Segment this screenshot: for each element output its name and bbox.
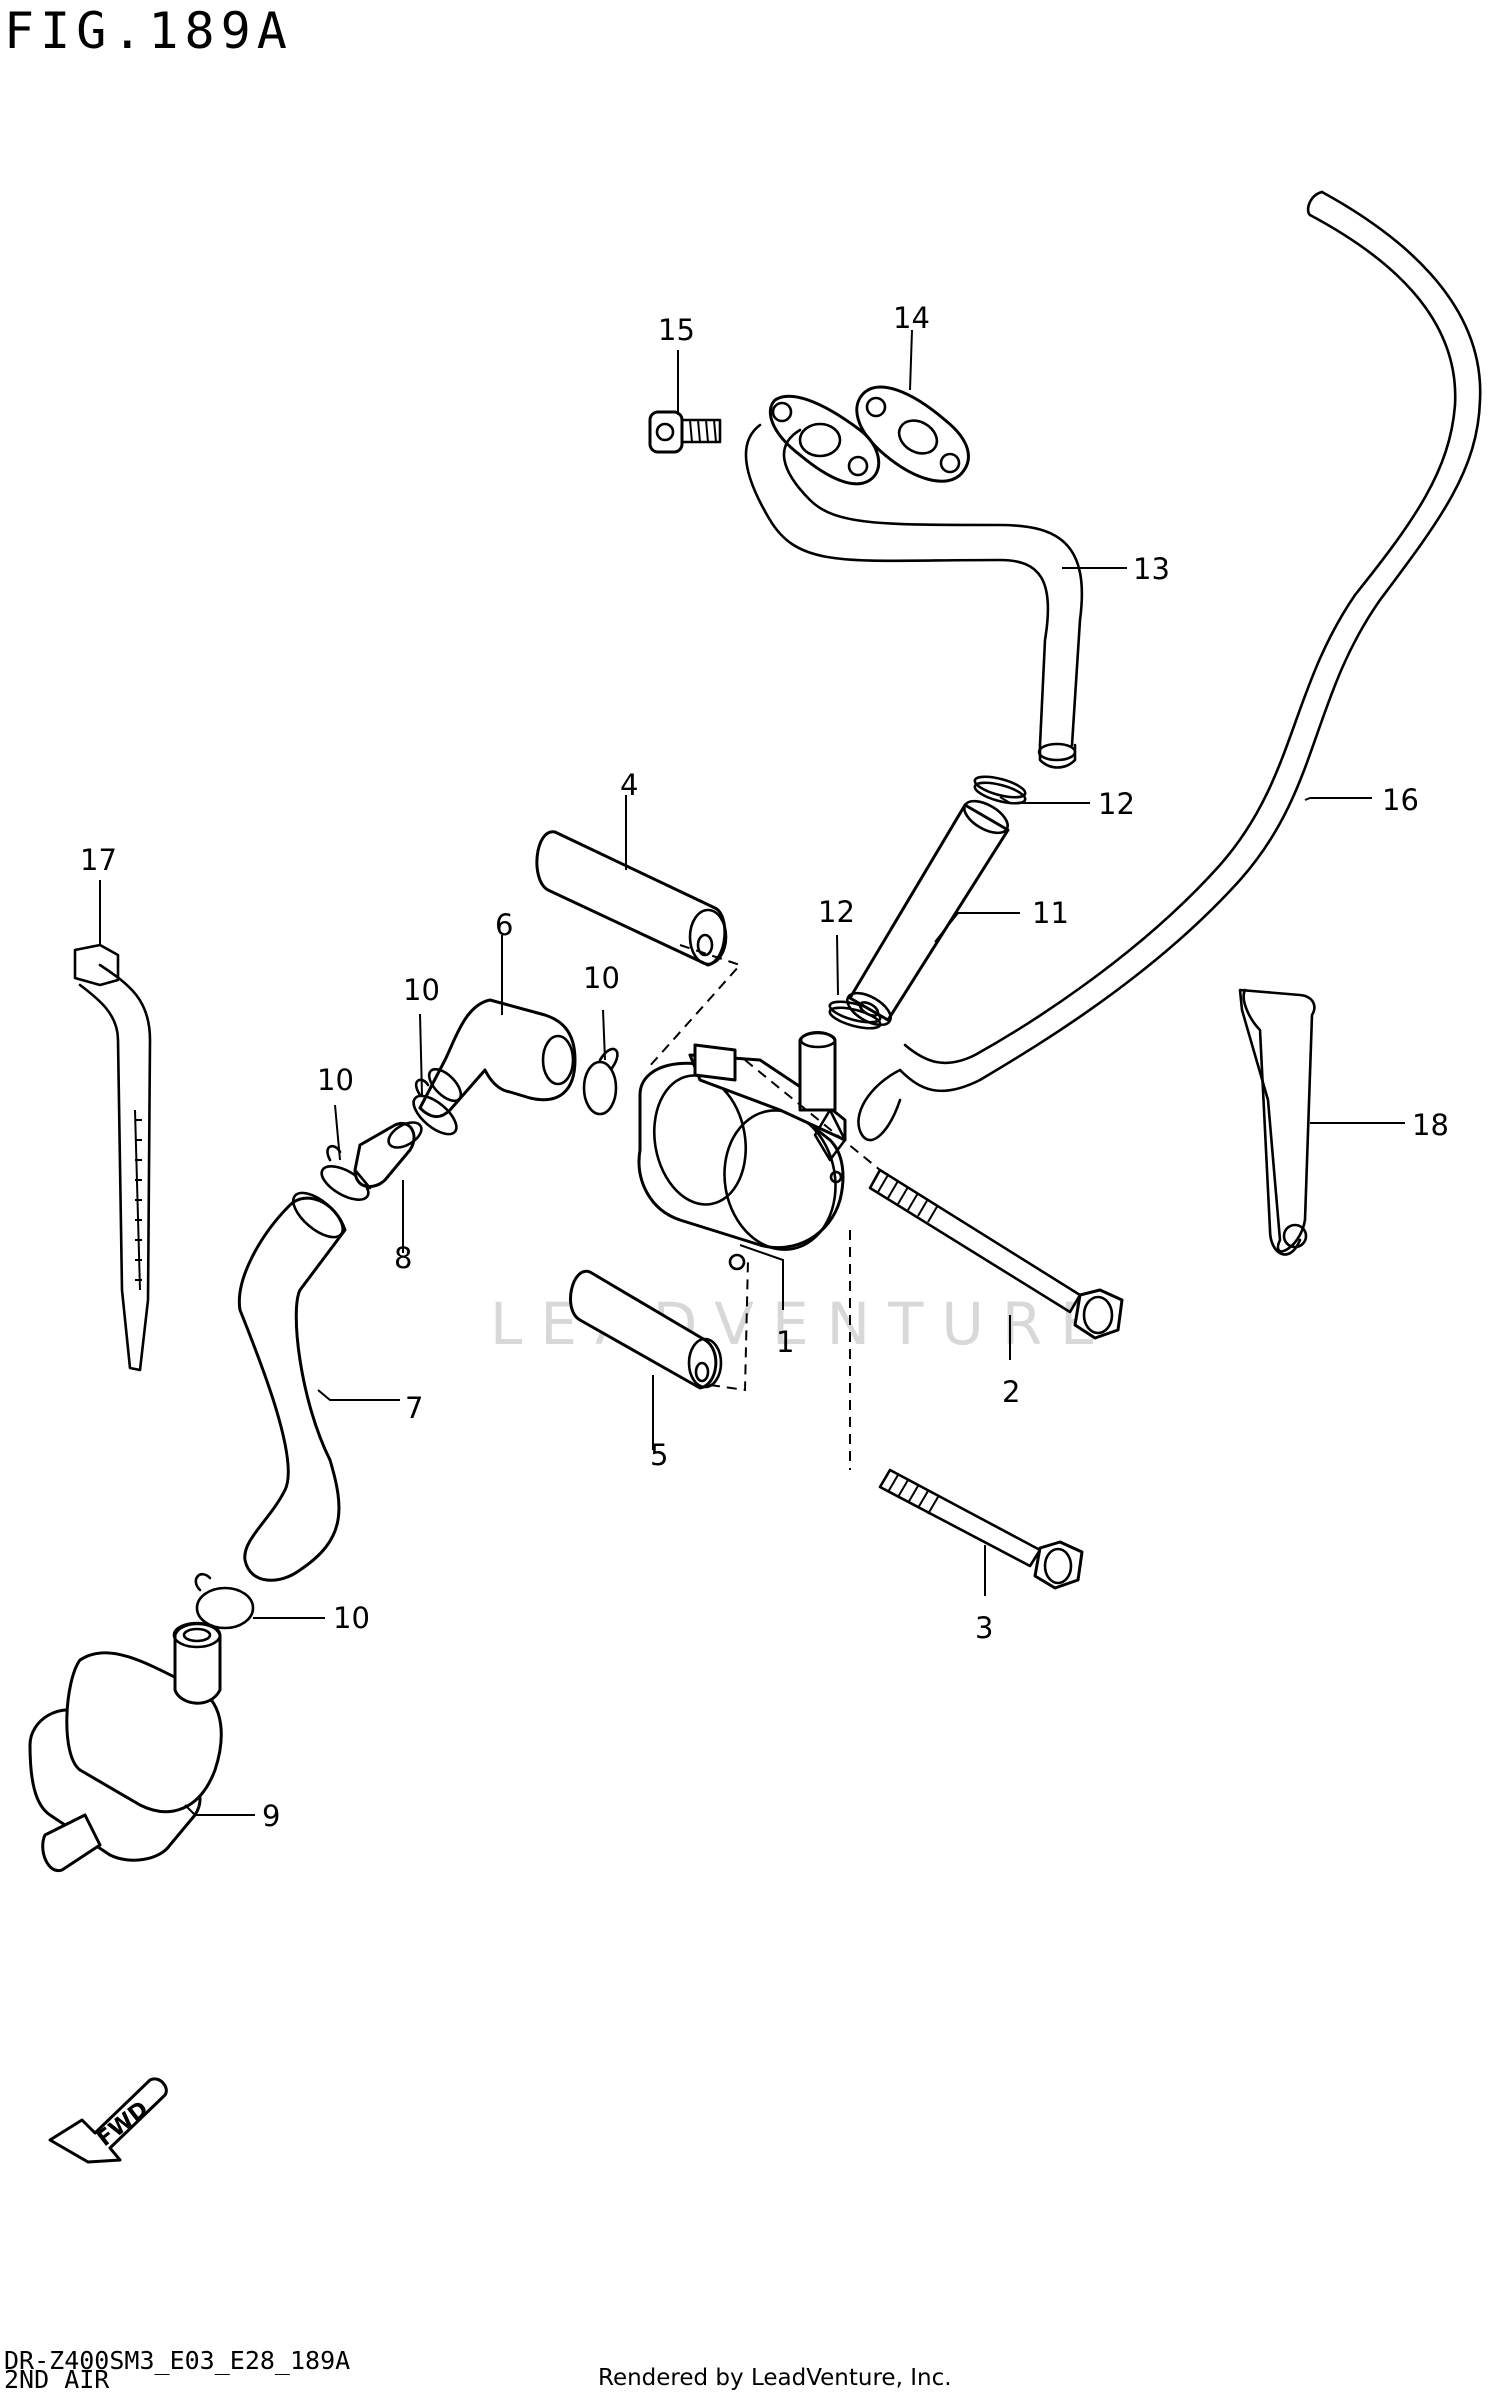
callout-17: 17 <box>80 843 117 877</box>
cable-tie-part[interactable] <box>73 943 152 1372</box>
callout-13: 13 <box>1133 552 1170 586</box>
callout-10b: 10 <box>583 961 620 995</box>
callout-10d: 10 <box>333 1601 370 1635</box>
callout-15: 15 <box>658 313 695 347</box>
render-credit: Rendered by LeadVenture, Inc. <box>598 2365 952 2391</box>
callout-1: 1 <box>776 1325 794 1359</box>
callout-6: 6 <box>495 908 513 942</box>
curved-hose-part[interactable] <box>237 1185 350 1582</box>
section-name: 2ND AIR <box>4 2365 110 2394</box>
hose-lower-part[interactable] <box>569 1269 723 1390</box>
bracket-part[interactable] <box>1238 988 1316 1256</box>
callout-14: 14 <box>893 301 930 335</box>
callout-7: 7 <box>405 1391 423 1425</box>
air-pipe-part[interactable] <box>744 394 1084 769</box>
callout-12b: 12 <box>818 895 855 929</box>
callout-8: 8 <box>394 1241 412 1275</box>
air-filter-part[interactable] <box>28 1621 223 1873</box>
diagram-code: DR-Z400SM3_E03_E28_189A <box>4 2346 351 2375</box>
callout-11: 11 <box>1032 896 1069 930</box>
leader-lines <box>99 329 1405 1816</box>
callout-12a: 12 <box>1098 787 1135 821</box>
figure-title: FIG.189A <box>4 2 293 60</box>
gasket-part[interactable] <box>855 385 970 483</box>
bolt-medium-part[interactable] <box>878 1468 1084 1590</box>
air-valve-part[interactable] <box>637 1031 847 1271</box>
callout-10c: 10 <box>317 1063 354 1097</box>
elbow-hose-part[interactable] <box>418 998 577 1118</box>
callout-16: 16 <box>1382 783 1419 817</box>
callout-18: 18 <box>1412 1108 1449 1142</box>
clamp-elbow-left-part[interactable] <box>407 1078 462 1141</box>
callout-4: 4 <box>620 768 638 802</box>
callout-labels: 1 2 3 4 5 6 7 8 9 10 10 10 10 11 12 12 1… <box>80 301 1449 1833</box>
callout-9: 9 <box>262 1799 280 1833</box>
hose-straight-part[interactable] <box>842 795 1013 1032</box>
callout-2: 2 <box>1002 1375 1020 1409</box>
callout-3: 3 <box>975 1611 993 1645</box>
clamp-filter-part[interactable] <box>194 1572 255 1630</box>
callout-10a: 10 <box>403 973 440 1007</box>
hose-upper-part[interactable] <box>535 830 728 967</box>
callout-5: 5 <box>650 1438 668 1472</box>
bolt-long-part[interactable] <box>868 1168 1124 1340</box>
air-hose-long-part[interactable] <box>857 190 1482 1142</box>
clamp-elbow-right-part[interactable] <box>582 1047 619 1116</box>
clamp-upper-part[interactable] <box>973 773 1027 808</box>
bolt-small-part[interactable] <box>648 410 722 454</box>
fitting-part[interactable] <box>353 1117 426 1190</box>
fwd-arrow-icon: FWD <box>48 2077 168 2164</box>
